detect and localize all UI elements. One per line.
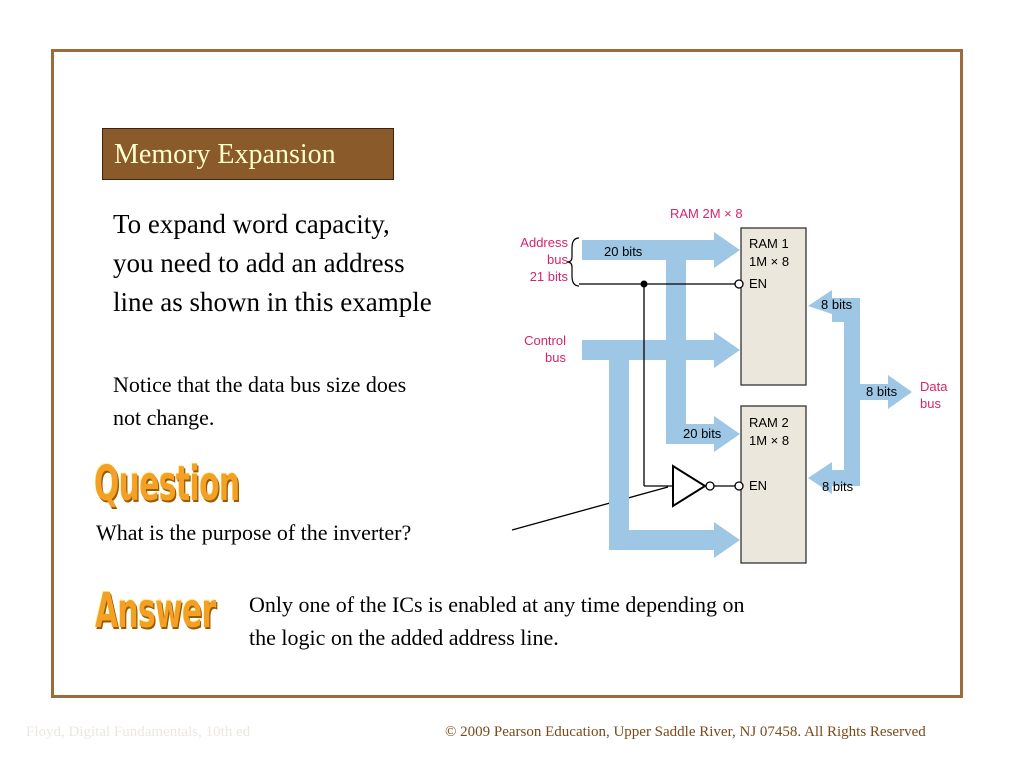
data-bus bbox=[808, 290, 912, 494]
body-line: To expand word capacity, bbox=[113, 209, 390, 239]
footer-left: Floyd, Digital Fundamentals, 10th ed bbox=[26, 724, 251, 740]
body-line: you need to add an address bbox=[113, 248, 405, 278]
data-bits-out: 8 bits bbox=[866, 384, 898, 399]
address-bus-label-3: 21 bits bbox=[530, 269, 569, 284]
body-text: To expand word capacity, you need to add… bbox=[113, 205, 533, 322]
ram2-chip bbox=[740, 405, 807, 564]
question-wordart: Question bbox=[94, 456, 240, 512]
answer-text: Only one of the ICs is enabled at any ti… bbox=[249, 588, 909, 654]
diagram-title: RAM 2M × 8 bbox=[670, 206, 743, 221]
junction-dot bbox=[640, 280, 648, 288]
ram1-name: RAM 1 bbox=[749, 236, 789, 251]
ram2-name: RAM 2 bbox=[749, 415, 789, 430]
pointer-line bbox=[511, 486, 669, 531]
ram2-size: 1M × 8 bbox=[749, 433, 789, 448]
answer-line: the logic on the added address line. bbox=[249, 625, 559, 650]
slide-title: Memory Expansion bbox=[102, 128, 394, 180]
notice-line: Notice that the data bus size does bbox=[113, 372, 407, 397]
addr-bits-bottom: 20 bits bbox=[683, 426, 722, 441]
notice-text: Notice that the data bus size does not c… bbox=[113, 368, 513, 434]
answer-wordart: Answer bbox=[95, 583, 216, 639]
ram1-enable: EN bbox=[749, 276, 767, 291]
address-bus-label-2: bus bbox=[547, 252, 568, 267]
ram1-chip bbox=[740, 227, 807, 386]
ram2-enable: EN bbox=[749, 478, 767, 493]
address-line-21 bbox=[579, 283, 736, 487]
inverter-bubble bbox=[705, 481, 715, 491]
ram1-enable-bubble bbox=[734, 279, 744, 289]
body-line: line as shown in this example bbox=[113, 287, 432, 317]
data-bus-label-1: Data bbox=[920, 379, 948, 394]
notice-line: not change. bbox=[113, 405, 215, 430]
answer-line: Only one of the ICs is enabled at any ti… bbox=[249, 592, 745, 617]
address-bus-label-1: Address bbox=[520, 235, 568, 250]
inverter-icon bbox=[672, 464, 707, 508]
footer-right: © 2009 Pearson Education, Upper Saddle R… bbox=[445, 724, 926, 740]
control-bus bbox=[582, 332, 740, 558]
data-bits-ram2: 8 bits bbox=[822, 479, 854, 494]
control-bus-label-1: Control bbox=[524, 333, 566, 348]
address-brace bbox=[566, 237, 580, 287]
control-bus-label-2: bus bbox=[545, 350, 566, 365]
ram1-size: 1M × 8 bbox=[749, 254, 789, 269]
ram2-enable-bubble bbox=[734, 481, 744, 491]
data-bus-label-2: bus bbox=[920, 396, 941, 411]
question-text: What is the purpose of the inverter? bbox=[96, 520, 412, 545]
addr-bits-top: 20 bits bbox=[604, 244, 643, 259]
data-bits-ram1: 8 bits bbox=[821, 297, 853, 312]
address-bus bbox=[582, 232, 740, 452]
